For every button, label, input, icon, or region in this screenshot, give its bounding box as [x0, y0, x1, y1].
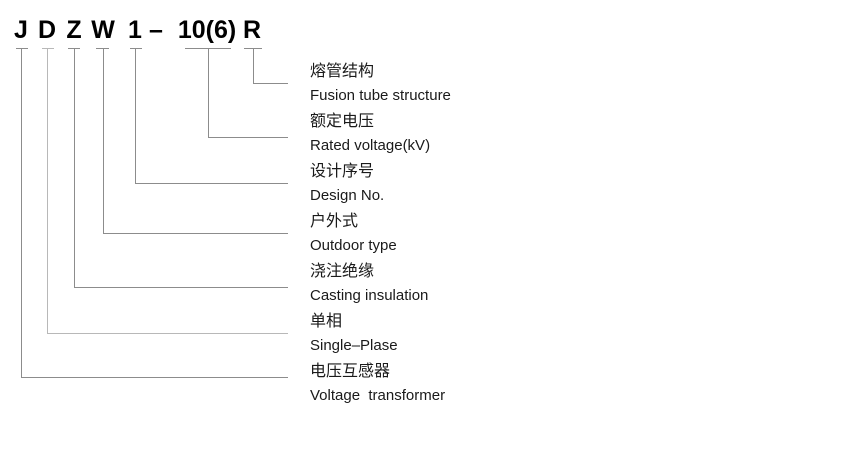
model-code-segment-10-6: 10(6): [177, 16, 237, 44]
label-en: Outdoor type: [310, 237, 397, 254]
model-code-segment-j: J: [14, 16, 28, 44]
label-en: Voltage transformer: [310, 387, 446, 404]
label-cn: 额定电压: [310, 113, 375, 130]
model-code-segment-1: 1: [128, 16, 142, 44]
label-cn: 设计序号: [310, 163, 375, 180]
leader-horizontal-w: [103, 233, 288, 234]
tick-d: [42, 48, 54, 49]
leader-vertical-1: [135, 48, 136, 183]
model-code-segment-d: D: [37, 16, 57, 44]
leader-vertical-z: [74, 48, 75, 287]
label-cn: 浇注绝缘: [310, 263, 375, 280]
leader-horizontal-r: [253, 83, 288, 84]
label-en: Casting insulation: [310, 287, 429, 304]
label-design-no: 设计序号 Design No.: [310, 161, 384, 208]
leader-horizontal-d: [47, 333, 288, 334]
label-en: Fusion tube structure: [310, 87, 451, 104]
model-code-segment-dash: –: [149, 16, 163, 44]
label-cn: 单相: [310, 313, 343, 330]
leader-vertical-d: [47, 48, 48, 333]
label-single-phase: 单相 Single–Plase: [310, 311, 398, 358]
label-en: Rated voltage(kV): [310, 137, 431, 154]
model-code-segment-w: W: [91, 16, 115, 44]
model-code-segment-z: Z: [66, 16, 82, 44]
model-code-segment-r: R: [242, 16, 262, 44]
label-en: Single–Plase: [310, 337, 398, 354]
label-cn: 电压互感器: [310, 363, 391, 380]
leader-horizontal-z: [74, 287, 288, 288]
leader-horizontal-1: [135, 183, 288, 184]
tick-w: [96, 48, 109, 49]
leader-vertical-w: [103, 48, 104, 233]
tick-j: [16, 48, 28, 49]
label-casting-insulation: 浇注绝缘 Casting insulation: [310, 261, 428, 308]
label-fusion-tube-structure: 熔管结构 Fusion tube structure: [310, 61, 451, 108]
leader-vertical-r: [253, 48, 254, 83]
label-rated-voltage: 额定电压 Rated voltage(kV): [310, 111, 430, 158]
label-voltage-transformer: 电压互感器 Voltage transformer: [310, 361, 445, 408]
label-en: Design No.: [310, 187, 385, 204]
label-cn: 户外式: [310, 213, 359, 230]
label-cn: 熔管结构: [310, 63, 375, 80]
leader-horizontal-j: [21, 377, 288, 378]
leader-horizontal-10-6: [208, 137, 288, 138]
tick-1: [130, 48, 142, 49]
leader-vertical-10-6: [208, 48, 209, 137]
leader-vertical-j: [21, 48, 22, 377]
label-outdoor-type: 户外式 Outdoor type: [310, 211, 397, 258]
